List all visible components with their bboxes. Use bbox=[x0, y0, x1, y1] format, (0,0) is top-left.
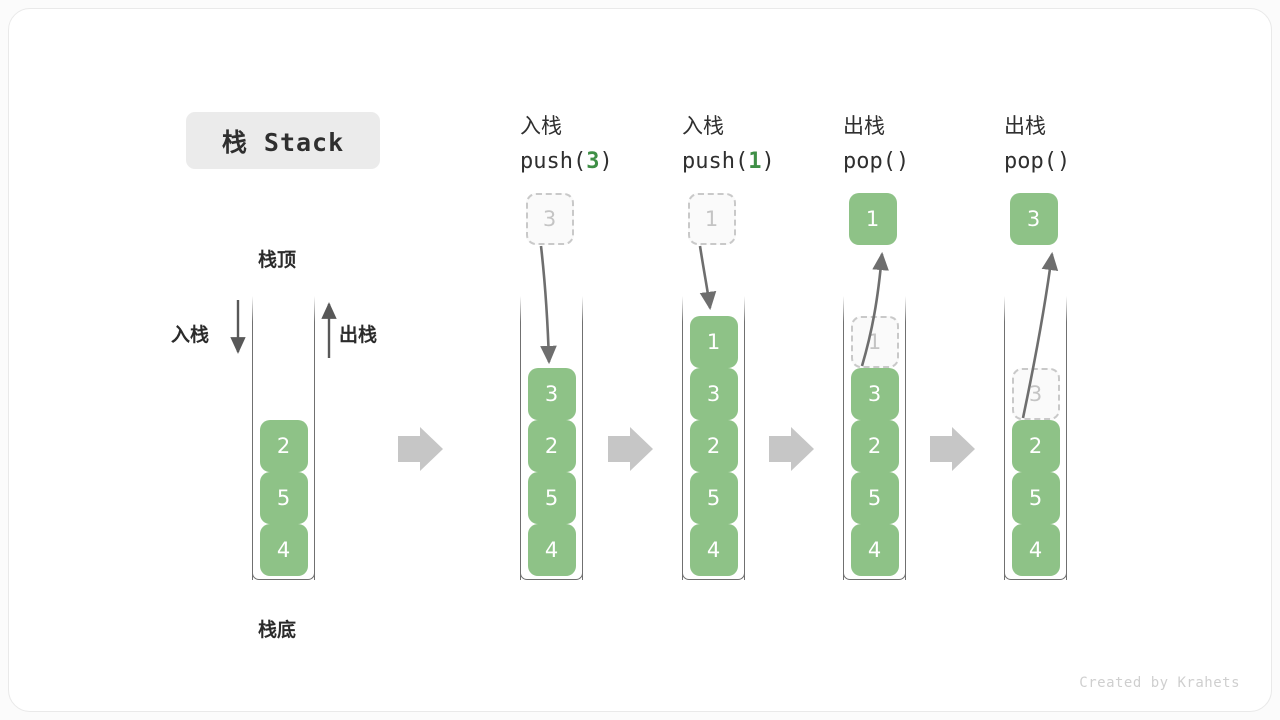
stage-header-push-3: 入栈 push(3) bbox=[520, 108, 613, 180]
stack-cell: 2 bbox=[689, 420, 738, 472]
stage-op-call: push(1) bbox=[682, 144, 775, 180]
stack-cell: 2 bbox=[259, 420, 308, 472]
page-title: 栈 Stack bbox=[186, 112, 380, 169]
stack-cell: 4 bbox=[689, 524, 738, 576]
call-prefix: pop( bbox=[1004, 149, 1057, 174]
stack-cell: 3 bbox=[1011, 368, 1060, 420]
stack-wall-left bbox=[520, 296, 521, 580]
stage-op-label: 入栈 bbox=[520, 114, 562, 138]
stack-wall-right bbox=[905, 296, 906, 580]
stage-op-call: push(3) bbox=[520, 144, 613, 180]
stage-float-cell-push-3: 3 bbox=[525, 193, 574, 245]
push-direction-label: 入栈 bbox=[171, 324, 210, 346]
pop-direction-label: 出栈 bbox=[339, 324, 378, 346]
stack-floor bbox=[682, 566, 745, 580]
stack-wall-right bbox=[1066, 296, 1067, 580]
stage-float-cell-pop-3: 3 bbox=[1009, 193, 1058, 245]
stack-floor bbox=[252, 566, 315, 580]
stage-op-label: 入栈 bbox=[682, 114, 724, 138]
stack-cell: 5 bbox=[527, 472, 576, 524]
call-argument: 3 bbox=[586, 149, 600, 174]
watermark: Created by Krahets bbox=[1079, 675, 1240, 691]
stack-cell: 5 bbox=[850, 472, 899, 524]
call-prefix: push( bbox=[682, 149, 749, 174]
call-prefix: pop( bbox=[843, 149, 896, 174]
stack-cell: 3 bbox=[850, 368, 899, 420]
stage-float-cell-push-1: 1 bbox=[687, 193, 736, 245]
call-suffix: ) bbox=[895, 149, 910, 174]
stack-cell: 2 bbox=[527, 420, 576, 472]
stack-cell: 5 bbox=[689, 472, 738, 524]
stack-cell: 3 bbox=[689, 368, 738, 420]
stack-floor bbox=[520, 566, 583, 580]
stack-cell: 5 bbox=[259, 472, 308, 524]
stage-op-call: pop() bbox=[1004, 144, 1070, 180]
stack-cell: 2 bbox=[1011, 420, 1060, 472]
call-suffix: ) bbox=[1056, 149, 1071, 174]
stack-wall-left bbox=[1004, 296, 1005, 580]
stack-cell: 4 bbox=[527, 524, 576, 576]
stack-wall-right bbox=[744, 296, 745, 580]
call-suffix: ) bbox=[761, 149, 775, 174]
stack-cell: 5 bbox=[1011, 472, 1060, 524]
stack-top-label: 栈顶 bbox=[258, 249, 297, 271]
stack-cell: 1 bbox=[689, 316, 738, 368]
stack-wall-right bbox=[314, 296, 315, 580]
stack-wall-left bbox=[843, 296, 844, 580]
stack-cell: 4 bbox=[850, 524, 899, 576]
stack-bottom-label: 栈底 bbox=[258, 619, 297, 641]
stack-cell: 2 bbox=[850, 420, 899, 472]
call-prefix: push( bbox=[520, 149, 587, 174]
stack-wall-left bbox=[252, 296, 253, 580]
stack-cell: 1 bbox=[850, 316, 899, 368]
call-suffix: ) bbox=[599, 149, 613, 174]
stack-cell: 4 bbox=[259, 524, 308, 576]
stage-op-label: 出栈 bbox=[1004, 114, 1046, 138]
stack-cell: 3 bbox=[527, 368, 576, 420]
call-argument: 1 bbox=[748, 149, 762, 174]
stack-wall-left bbox=[682, 296, 683, 580]
stage-header-pop-1: 出栈 pop() bbox=[843, 108, 909, 180]
stage-header-pop-3: 出栈 pop() bbox=[1004, 108, 1070, 180]
stack-floor bbox=[1004, 566, 1067, 580]
stack-floor bbox=[843, 566, 906, 580]
stage-float-cell-pop-1: 1 bbox=[848, 193, 897, 245]
stage-header-push-1: 入栈 push(1) bbox=[682, 108, 775, 180]
stage-op-call: pop() bbox=[843, 144, 909, 180]
stack-cell: 4 bbox=[1011, 524, 1060, 576]
stack-wall-right bbox=[582, 296, 583, 580]
stage-op-label: 出栈 bbox=[843, 114, 885, 138]
